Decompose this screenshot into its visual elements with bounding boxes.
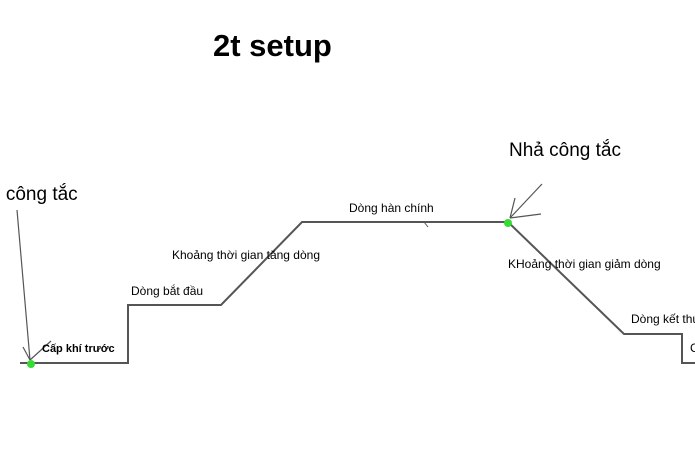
end-current-label: Dòng kết thúc <box>631 312 695 326</box>
cutoff-label: C <box>690 341 695 355</box>
release-point-marker <box>504 219 512 227</box>
diagram-title: 2t setup <box>213 28 332 63</box>
press-trigger-label: n công tắc <box>0 184 78 205</box>
main-current-label: Dòng hàn chính <box>349 201 434 215</box>
downslope-label: KHoảng thời gian giảm dòng <box>508 257 661 271</box>
start-current-label: Dòng bắt đầu <box>131 284 204 298</box>
release-trigger-label: Nhả công tắc <box>509 140 621 161</box>
press-point-marker <box>27 360 35 368</box>
release-arrow <box>509 183 543 219</box>
main-current-tick <box>423 221 429 228</box>
upslope-label: Khoảng thời gian tăng dòng <box>172 248 320 262</box>
press-arrow <box>16 209 52 361</box>
current-profile-line <box>20 221 695 364</box>
pre-gas-label: Cấp khí trước <box>42 343 115 355</box>
